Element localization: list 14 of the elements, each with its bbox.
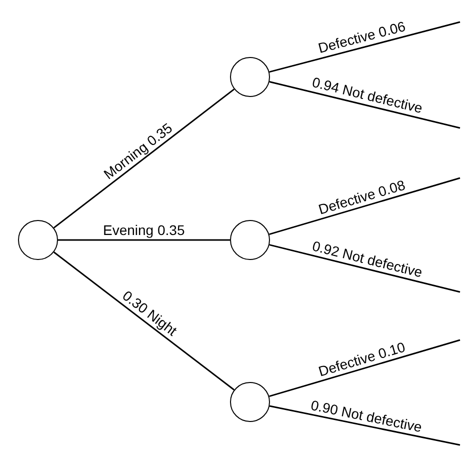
edge-label: Evening 0.35 bbox=[101, 222, 187, 238]
chance-node-circle bbox=[230, 382, 270, 422]
branch-line bbox=[269, 81, 460, 129]
branch-line bbox=[268, 177, 460, 236]
branch-line bbox=[269, 405, 460, 446]
branch-line bbox=[53, 252, 235, 390]
branch-line bbox=[53, 88, 235, 228]
branch-line bbox=[269, 21, 460, 73]
chance-node-circle bbox=[230, 57, 270, 97]
chance-node-circle bbox=[18, 220, 58, 260]
chance-node-circle bbox=[230, 220, 270, 260]
branch-line bbox=[268, 339, 460, 398]
branch-line bbox=[269, 244, 460, 293]
branch-line bbox=[58, 239, 230, 241]
